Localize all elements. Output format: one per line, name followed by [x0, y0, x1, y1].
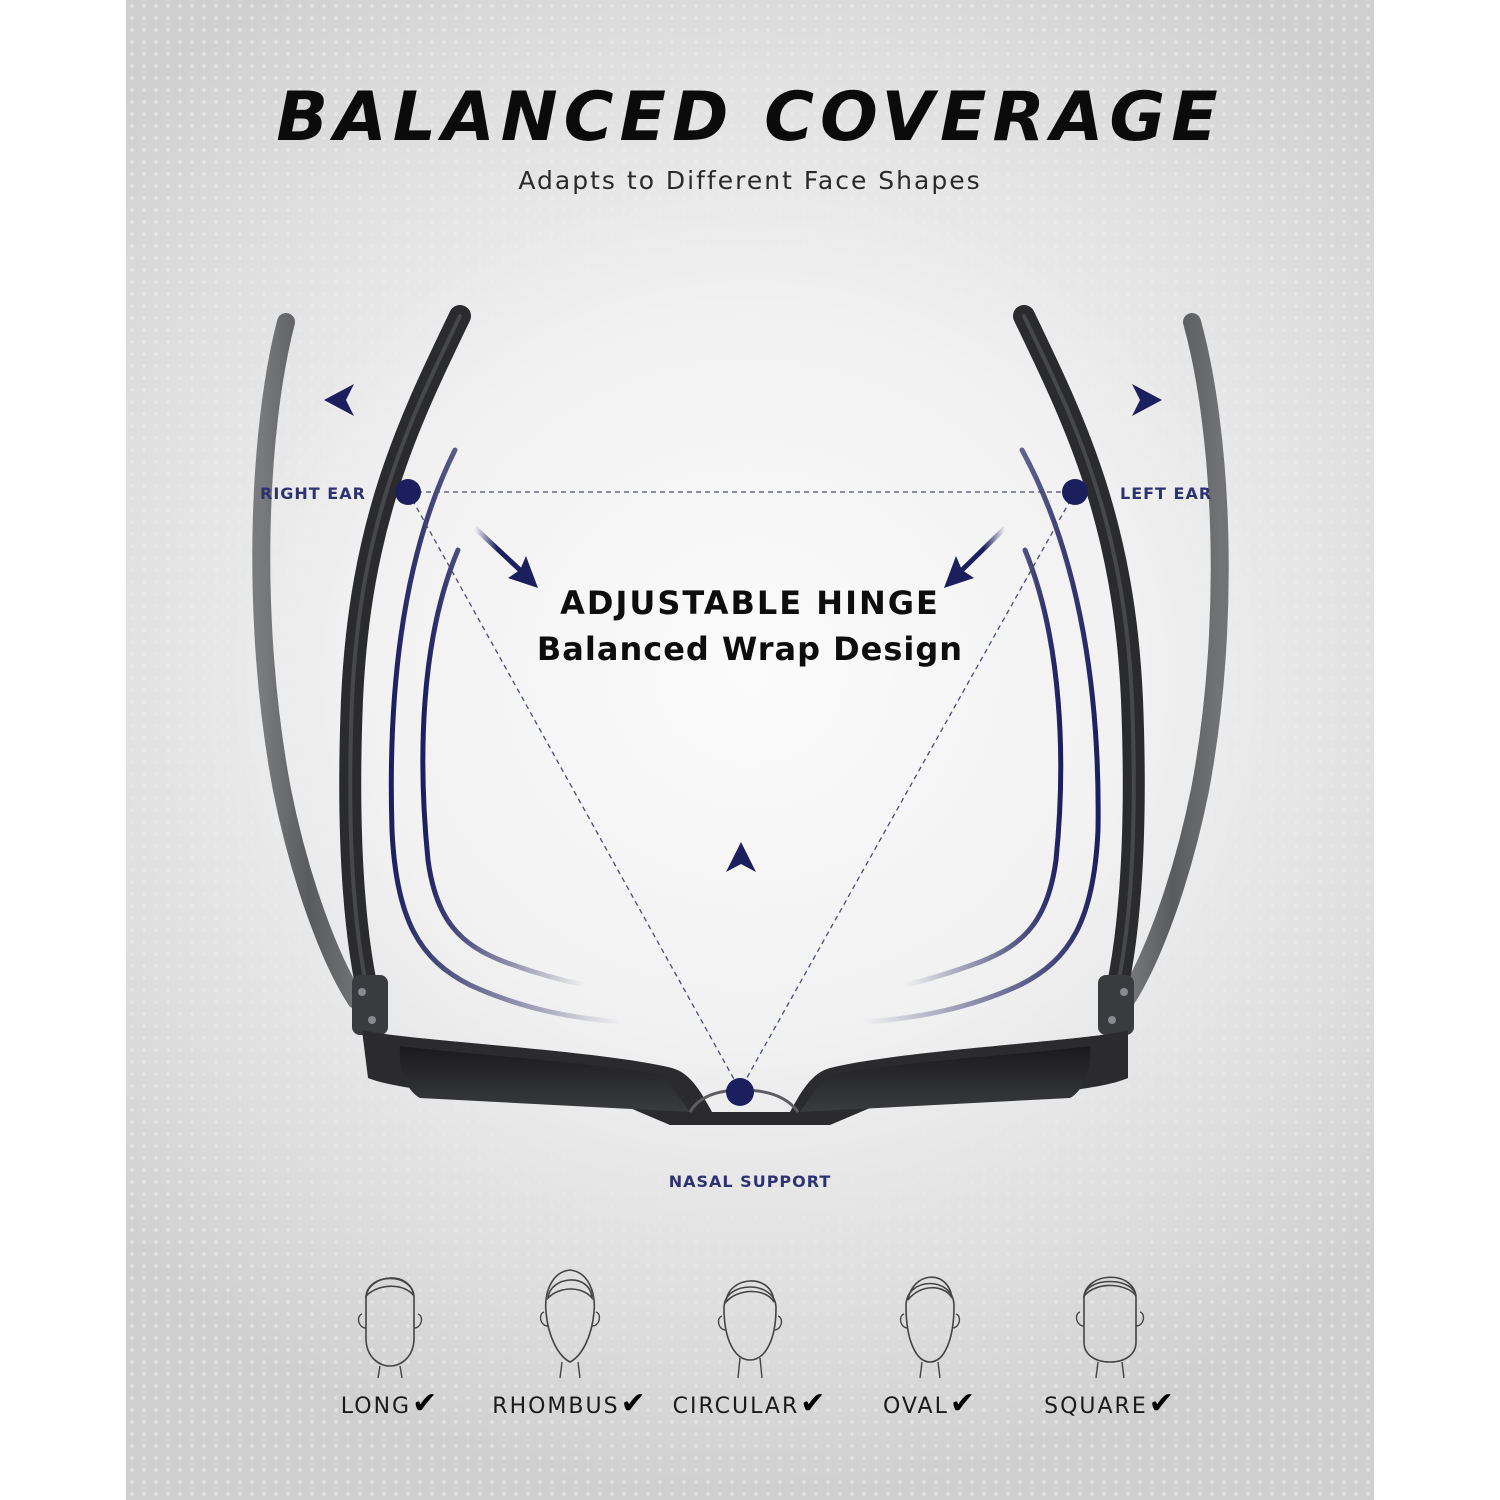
face-shape-oval: OVAL✔: [840, 1258, 1020, 1428]
rhombus-face-icon: [539, 1269, 601, 1378]
face-shape-long: LONG✔: [300, 1258, 480, 1428]
wrap-curve-left: [388, 447, 623, 1025]
nasal-support-label: NASAL SUPPORT: [668, 1172, 832, 1191]
left-ear-point: [1062, 479, 1088, 505]
right-ear-label: RIGHT EAR: [260, 484, 366, 503]
dot-pattern: [126, 0, 1374, 1500]
oval-face-icon: [899, 1276, 961, 1378]
left-ear-label: LEFT EAR: [1120, 484, 1213, 503]
lens-right: [800, 1046, 1091, 1112]
arrow-diagonal-down-right-icon: [473, 526, 538, 588]
feature-title: ADJUSTABLE HINGE: [560, 584, 940, 622]
feature-subtitle: Balanced Wrap Design: [536, 630, 964, 668]
arrow-up-icon: [726, 842, 756, 930]
arrow-diagonal-down-left-icon: [944, 526, 1007, 588]
page-title: BALANCED COVERAGE: [276, 78, 1224, 157]
check-icon: ✔: [620, 1386, 648, 1421]
check-icon: ✔: [949, 1386, 978, 1421]
page-subtitle: Adapts to Different Face Shapes: [518, 166, 982, 195]
hinge-right: [1098, 975, 1134, 1035]
front-frame: [362, 1030, 1128, 1125]
lens-left: [399, 1046, 690, 1112]
face-shape-circular: CIRCULAR✔: [660, 1258, 840, 1428]
balance-triangle: [407, 491, 1076, 1091]
check-icon: ✔: [800, 1386, 828, 1421]
face-shapes-row: LONG✔ RHOMBUS✔ CIRCULAR✔ OVAL✔: [300, 1258, 1200, 1428]
long-face-icon: [357, 1277, 423, 1378]
nasal-support-point: [726, 1078, 754, 1106]
circular-face-icon: [717, 1280, 783, 1378]
face-label-long: LONG: [340, 1394, 412, 1419]
inner-temple-right: [1013, 305, 1145, 1021]
check-icon: ✔: [1148, 1386, 1176, 1421]
square-face-icon: [1075, 1276, 1145, 1378]
outer-temple-left: [252, 313, 365, 1009]
background-panel: [126, 0, 1374, 1500]
face-label-square: SQUARE: [1044, 1394, 1148, 1419]
face-label-circular: CIRCULAR: [672, 1394, 800, 1419]
face-label-oval: OVAL: [882, 1394, 949, 1419]
arrow-left-icon: [324, 384, 415, 416]
face-shape-square: SQUARE✔: [1020, 1258, 1200, 1428]
wrap-curve-right: [862, 447, 1101, 1025]
face-label-rhombus: RHOMBUS: [492, 1394, 620, 1419]
outer-temple-right: [1117, 313, 1229, 1009]
face-shape-rhombus: RHOMBUS✔: [480, 1258, 660, 1428]
right-ear-point: [395, 479, 421, 505]
check-icon: ✔: [412, 1386, 440, 1421]
arrow-right-icon: [1075, 384, 1162, 416]
inner-temple-left: [339, 305, 471, 1021]
hinge-left: [352, 975, 388, 1035]
